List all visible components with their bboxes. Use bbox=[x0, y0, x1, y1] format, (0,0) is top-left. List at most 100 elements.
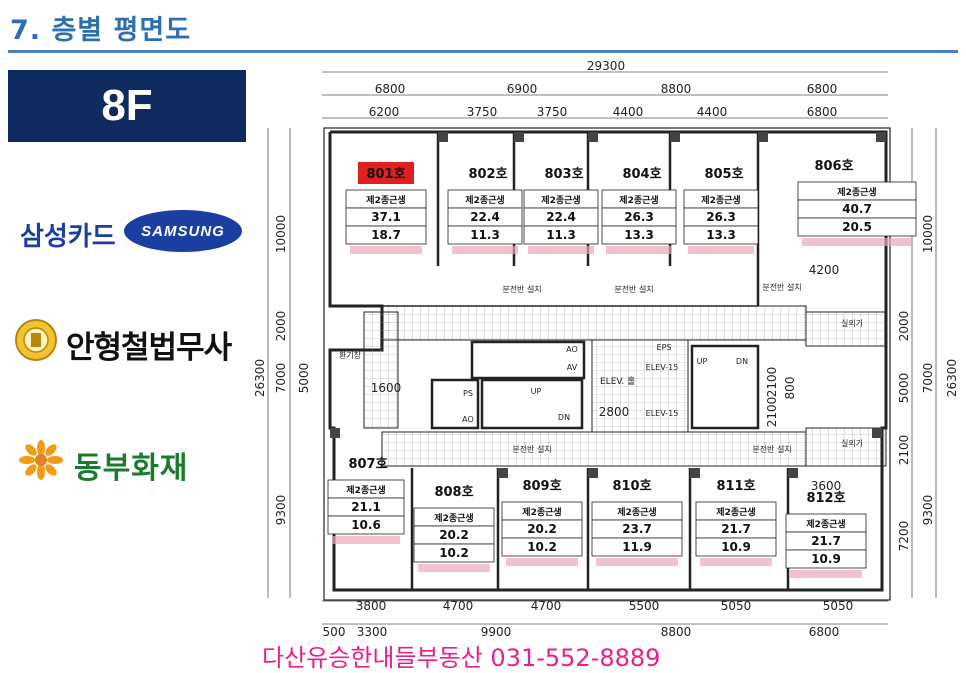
samsung-card-logo-text: 삼성카드 bbox=[20, 222, 116, 252]
dim-top2-c: 3750 bbox=[537, 105, 568, 119]
dim-right-10000: 10000 bbox=[921, 215, 935, 253]
dim-top1-b: 6900 bbox=[507, 82, 538, 96]
dim-bot1-a: 3800 bbox=[356, 599, 387, 613]
unit-name: 810호 bbox=[612, 479, 651, 494]
dim-bot1-e: 5050 bbox=[721, 599, 752, 613]
unit-area-2: 18.7 bbox=[371, 228, 401, 242]
dim-right-2100: 2100 bbox=[897, 435, 911, 466]
law-office-seal-icon bbox=[15, 319, 57, 361]
title-divider bbox=[8, 50, 958, 53]
dim-top1-d: 6800 bbox=[807, 82, 838, 96]
dim-inner-4200: 4200 bbox=[809, 263, 840, 277]
label-eps: EPS bbox=[657, 343, 672, 352]
dim-bot2-b: 3300 bbox=[357, 625, 388, 636]
dim-total-width: 29300 bbox=[587, 59, 625, 73]
unit-name: 806호 bbox=[814, 159, 853, 174]
unit-blurred-note bbox=[350, 246, 422, 254]
dim-bot1-d: 5500 bbox=[629, 599, 660, 613]
unit-zone: 제2종근생 bbox=[806, 518, 845, 530]
page-title: 7. 층별 평면도 bbox=[10, 15, 192, 46]
unit-zone: 제2종근생 bbox=[716, 506, 755, 518]
label-outdoor-1: 실외기 bbox=[841, 318, 863, 328]
unit-blurred-note bbox=[802, 238, 912, 246]
label-up: UP bbox=[531, 387, 542, 396]
unit-area-1: 21.7 bbox=[721, 522, 751, 536]
unit-name: 803호 bbox=[544, 167, 583, 182]
dim-right-7000: 7000 bbox=[921, 363, 935, 394]
unit-table-cell bbox=[523, 225, 599, 245]
unit-zone: 제2종근생 bbox=[366, 194, 405, 206]
dim-inner-800: 800 bbox=[783, 377, 797, 400]
unit-area-2: 10.6 bbox=[351, 518, 381, 532]
dim-top2-a: 6200 bbox=[369, 105, 400, 119]
samsung-logo-text: SAMSUNG bbox=[141, 222, 225, 240]
unit-name: 807호 bbox=[348, 457, 387, 472]
floor-plan: 29300 6800 6900 8800 6800 6200 3750 3750… bbox=[253, 59, 959, 636]
unit-table-cell bbox=[327, 515, 405, 535]
label-panel-2: 분전반 설치 bbox=[614, 284, 653, 294]
label-up-2: UP bbox=[697, 357, 708, 366]
label-ps: PS bbox=[463, 389, 473, 398]
floor-label: 8F bbox=[101, 81, 153, 130]
dim-right-5000: 5000 bbox=[897, 373, 911, 404]
law-office-name: 안형철법무사 bbox=[66, 330, 232, 366]
unit-area-2: 11.9 bbox=[622, 540, 652, 554]
unit-name: 804호 bbox=[622, 167, 661, 182]
dim-top2-b: 3750 bbox=[467, 105, 498, 119]
unit-area-2: 20.5 bbox=[842, 220, 872, 234]
unit-zone: 제2종근생 bbox=[619, 194, 658, 206]
unit-area-1: 23.7 bbox=[622, 522, 652, 536]
label-dn-2: DN bbox=[736, 357, 748, 366]
unit-table-cell bbox=[601, 225, 677, 245]
dim-bot1-c: 4700 bbox=[531, 599, 562, 613]
label-dn: DN bbox=[558, 413, 570, 422]
unit-blurred-note bbox=[790, 570, 862, 578]
unit-blurred-note bbox=[528, 246, 594, 254]
dim-left-5000: 5000 bbox=[297, 363, 311, 394]
unit-highlight bbox=[358, 162, 414, 184]
unit-blurred-note bbox=[506, 558, 578, 566]
unit-name: 808호 bbox=[434, 485, 473, 500]
dim-right-26300: 26300 bbox=[945, 359, 959, 397]
unit-area-2: 10.9 bbox=[721, 540, 751, 554]
unit-table-cell bbox=[591, 537, 683, 557]
unit-table-cell bbox=[413, 543, 495, 563]
unit-table-cell bbox=[695, 537, 777, 557]
label-ao: AO bbox=[566, 345, 578, 354]
unit-zone: 제2종근생 bbox=[434, 512, 473, 524]
unit-name: 812호 bbox=[806, 491, 845, 506]
dim-inner-2100-a: 2100 bbox=[765, 367, 779, 398]
label-elev-1: ELEV-15 bbox=[646, 363, 679, 372]
unit-zone: 제2종근생 bbox=[837, 186, 876, 198]
floor-label-box: 8F bbox=[8, 70, 246, 142]
dim-left-7000: 7000 bbox=[274, 363, 288, 394]
unit-area-1: 20.2 bbox=[439, 528, 469, 542]
unit-blurred-note bbox=[332, 536, 400, 544]
dim-bot1-f: 5050 bbox=[823, 599, 854, 613]
unit-blurred-note bbox=[596, 558, 678, 566]
unit-area-1: 26.3 bbox=[624, 210, 654, 224]
dim-inner-2800: 2800 bbox=[599, 405, 630, 419]
unit-table-cell bbox=[345, 225, 427, 245]
unit-table-cell bbox=[785, 549, 867, 569]
samsung-logo: SAMSUNG bbox=[124, 210, 242, 252]
dongbu-fire-name: 동부화재 bbox=[74, 451, 189, 486]
unit-blurred-note bbox=[700, 558, 772, 566]
unit-blurred-note bbox=[688, 246, 754, 254]
unit-area-1: 40.7 bbox=[842, 202, 872, 216]
unit-zone: 제2종근생 bbox=[522, 506, 561, 518]
unit-area-2: 11.3 bbox=[470, 228, 500, 242]
dim-bot2-a: 500 bbox=[323, 625, 346, 636]
dim-top2-f: 6800 bbox=[807, 105, 838, 119]
